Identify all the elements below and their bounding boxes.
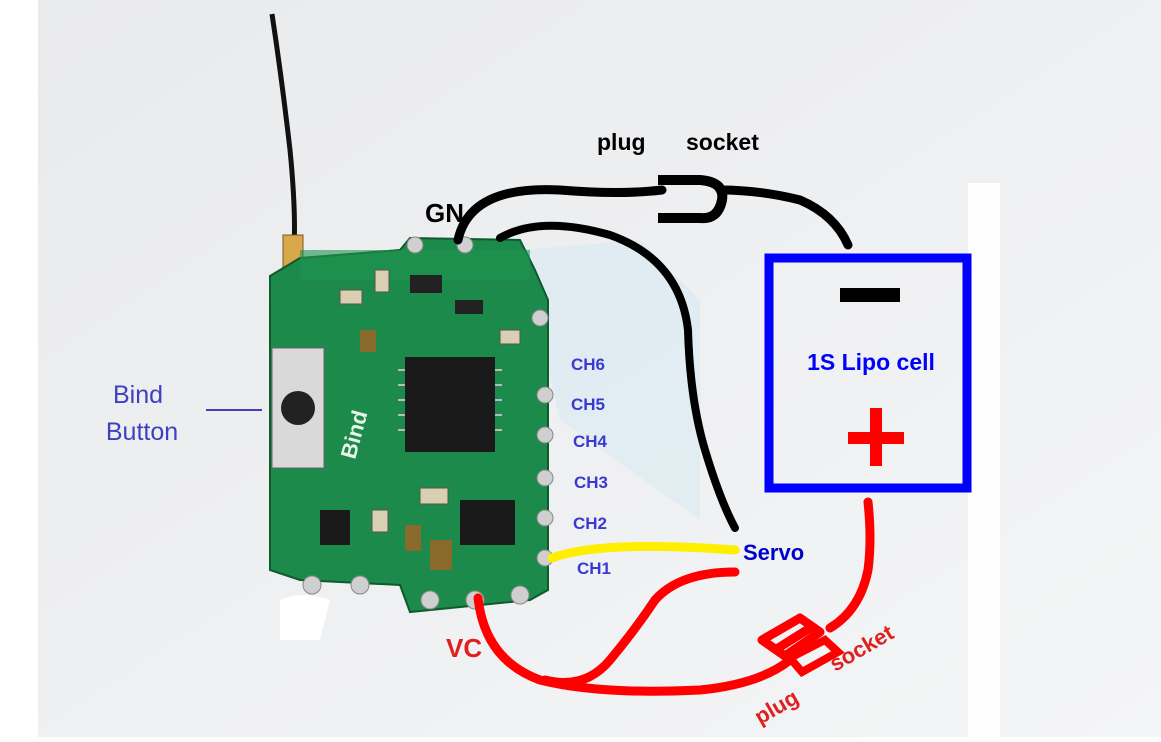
bind-push-button-cap [281,391,315,425]
battery-plus-vertical [870,408,882,466]
bind-push-button[interactable] [271,347,325,469]
channel-label-ch5: CH5 [571,395,605,414]
negative-wire-board-side [453,185,667,245]
receiver-board: Bind [269,236,554,614]
bind-label-line1: Bind [113,381,163,409]
top-plug-label: plug [597,129,646,155]
negative-wire-battery-side [715,185,853,250]
positive-wire-board-side [473,593,795,696]
servo-ground-wire [496,221,739,532]
servo-power-wire [540,567,740,687]
bind-label-line2: Button [106,418,178,446]
positive-wire-battery-side [825,497,875,633]
left-margin [0,0,38,737]
top-connector-plug [658,175,728,224]
battery-outline [764,253,972,493]
servo-label: Servo [743,540,804,565]
light-reflection [520,240,700,520]
bottom-connector-plug [757,613,825,661]
battery-label: 1S Lipo cell [807,349,935,375]
gnd-label: GN [425,198,464,228]
photo-artifact [280,595,330,640]
top-socket-label: socket [686,129,759,155]
channel-label-ch2: CH2 [573,514,607,533]
bottom-connector-socket [783,635,845,678]
channel-label-ch4: CH4 [573,432,608,451]
channel-label-ch3: CH3 [574,473,608,492]
battery-minus-sign [840,288,900,302]
antenna-wire [269,13,297,251]
signal-wire [547,541,740,563]
channel-label-ch1: CH1 [577,559,611,578]
paper-edge [968,183,1000,737]
vcc-label: VC [446,633,482,663]
channel-label-ch6: CH6 [571,355,605,374]
